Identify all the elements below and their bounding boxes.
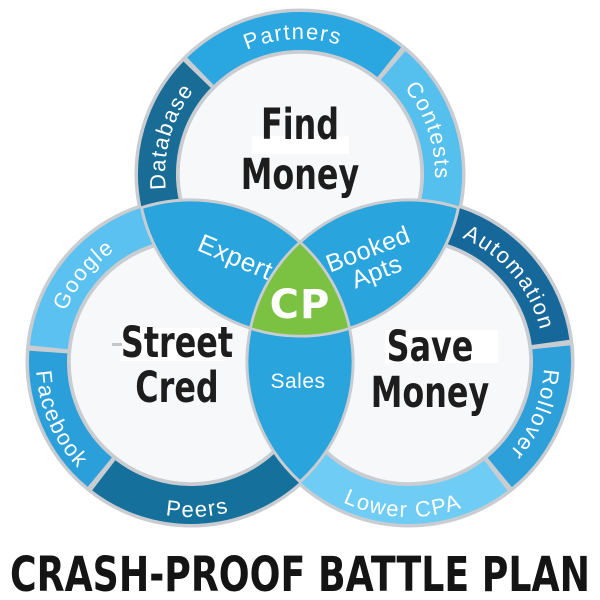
segment-google: [29, 208, 153, 350]
segment-automation: [447, 208, 570, 346]
segment-lower-cpa: [300, 453, 508, 524]
segment-rollover: [487, 345, 571, 488]
dash-artifact: [112, 343, 122, 346]
ring-street-cred: [25, 204, 302, 528]
ring-save-money: [298, 204, 575, 528]
title-backplate-0: [252, 136, 349, 154]
segment-database: [138, 61, 212, 207]
overlap-label-sales: Sales: [270, 370, 325, 393]
center-badge: [249, 240, 351, 338]
segment-label-peers: Peers: [165, 493, 231, 522]
segment-contests: [380, 51, 462, 207]
page-title: CRASH-PROOF BATTLE PLAN: [10, 547, 590, 600]
segment-peers: [92, 453, 300, 524]
center-badge-label: CP: [270, 282, 331, 328]
title-backplate-2: [385, 330, 498, 363]
segment-facebook: [29, 350, 113, 487]
segment-partners: [187, 12, 402, 86]
ring-find-money: [134, 8, 466, 208]
title-backplate-1: [120, 328, 224, 361]
